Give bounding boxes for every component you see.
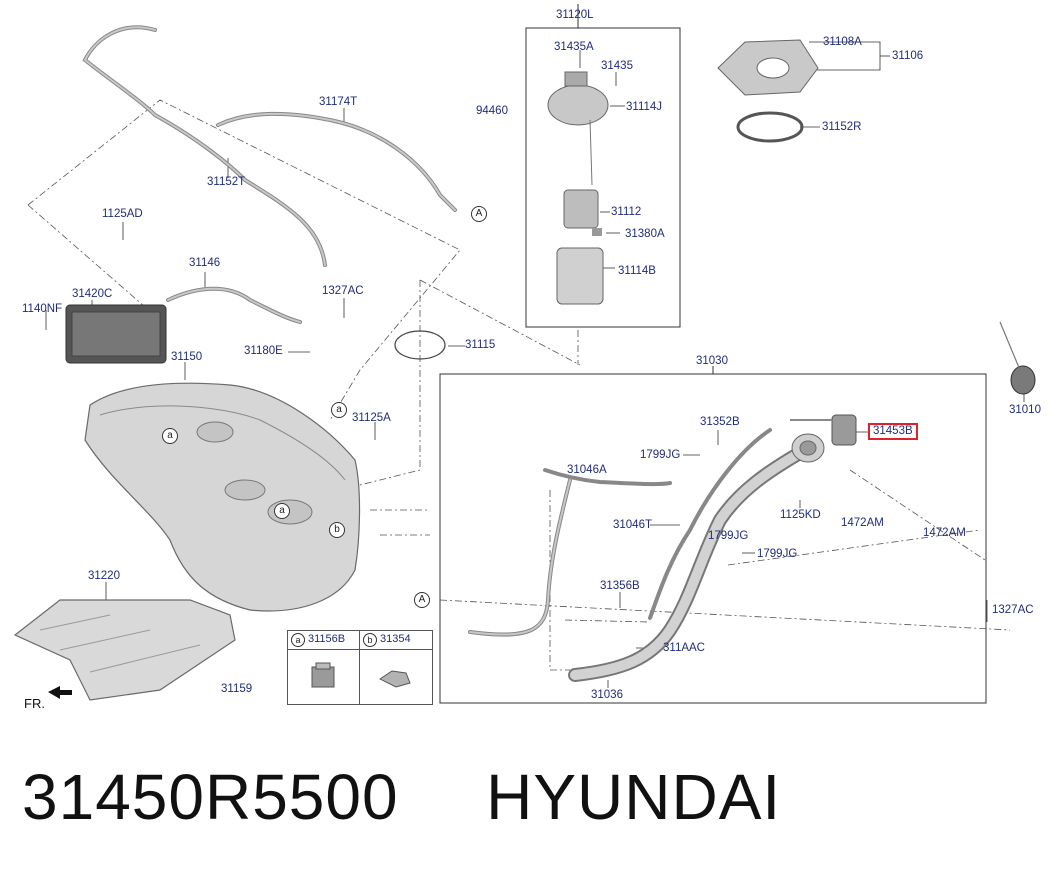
part-label-31352B: 31352B — [700, 416, 740, 428]
part-label-31125A: 31125A — [352, 412, 391, 424]
callout-b-tank: b — [329, 522, 345, 538]
part-label-1327AC-right: 1327AC — [992, 604, 1034, 616]
part-label-1799JG-lower: 1799JG — [757, 548, 798, 560]
ref-code-31354: 31354 — [380, 633, 411, 645]
part-label-31046A: 31046A — [567, 464, 607, 476]
callout-a-tank-left: a — [162, 428, 178, 444]
part-label-31180E: 31180E — [244, 345, 283, 357]
part-label-31435A: 31435A — [554, 41, 594, 53]
part-label-1125KD: 1125KD — [780, 509, 821, 521]
parts-exploded-diagram — [13, 4, 1036, 704]
part-label-1327AC-top: 1327AC — [322, 285, 364, 297]
ref-code-31156B: 31156B — [308, 633, 346, 645]
brand-name: HYUNDAI — [486, 761, 782, 833]
ref-key-b: b — [363, 633, 377, 647]
callout-a-assembly: A — [414, 592, 430, 608]
callout-a-125a: a — [331, 402, 347, 418]
part-label-31115: 31115 — [465, 339, 496, 351]
part-label-31356B: 31356B — [600, 580, 640, 592]
part-label-311AAC: 311AAC — [663, 642, 705, 654]
part-label-31114J: 31114J — [626, 101, 663, 113]
part-label-1140NF: 1140NF — [22, 303, 63, 315]
part-label-31420C: 31420C — [72, 288, 113, 300]
part-label-31010: 31010 — [1009, 404, 1041, 416]
part-label-1125AD: 1125AD — [102, 208, 143, 220]
part-label-31106: 31106 — [892, 50, 924, 62]
part-label-31150: 31150 — [171, 351, 203, 363]
callout-a-hose-end: A — [471, 206, 487, 222]
part-label-31112: 31112 — [611, 206, 642, 218]
part-label-31380A: 31380A — [625, 228, 665, 240]
part-label-31220: 31220 — [88, 570, 120, 582]
part-label-31146: 31146 — [189, 257, 221, 269]
clip-thumbnails — [311, 662, 411, 688]
part-caption: 31450R5500 HYUNDAI — [22, 760, 781, 834]
part-label-31453B-highlighted: 31453B — [868, 423, 918, 440]
part-label-31152T: 31152T — [207, 176, 246, 188]
part-label-31435: 31435 — [601, 60, 633, 72]
part-label-1472AM-right: 1472AM — [923, 527, 966, 539]
part-label-31114B: 31114B — [618, 265, 656, 277]
front-direction-marker: FR. — [24, 696, 45, 711]
part-label-1472AM-left: 1472AM — [841, 517, 884, 529]
part-label-1799JG-upper: 1799JG — [640, 449, 681, 461]
part-label-94460: 94460 — [476, 105, 508, 117]
part-label-31120L: 31120L — [556, 9, 594, 21]
part-number: 31450R5500 — [22, 761, 399, 833]
part-label-31159: 31159 — [221, 683, 253, 695]
part-label-31152R: 31152R — [822, 121, 862, 133]
part-label-31046T: 31046T — [613, 519, 653, 531]
part-label-31174T: 31174T — [319, 96, 358, 108]
part-label-31030: 31030 — [696, 355, 728, 367]
part-label-1799JG-mid: 1799JG — [708, 530, 749, 542]
callout-a-tank-center: a — [274, 503, 290, 519]
part-label-31036: 31036 — [591, 689, 623, 701]
part-label-31108A: 31108A — [823, 36, 862, 48]
ref-key-a: a — [291, 633, 305, 647]
